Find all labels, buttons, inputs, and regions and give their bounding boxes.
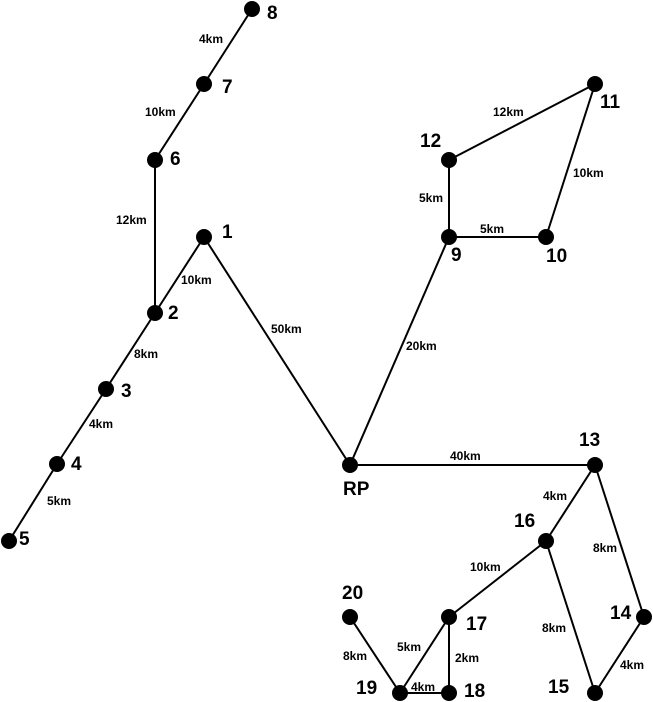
node-label-5: 5 — [19, 529, 30, 550]
node-6 — [147, 152, 163, 168]
edge-label-9-10: 5km — [480, 222, 504, 236]
node-label-3: 3 — [121, 381, 132, 402]
node-label-2: 2 — [168, 303, 179, 324]
edge-7-6 — [154, 83, 205, 161]
node-17 — [441, 609, 457, 625]
edge-13-16 — [545, 464, 596, 542]
edge-label-9-RP: 20km — [406, 339, 437, 353]
edge-16-15 — [545, 540, 596, 694]
edge-16-17 — [448, 540, 547, 618]
node-label-18: 18 — [464, 681, 485, 702]
node-label-19: 19 — [356, 678, 377, 699]
edges-layer — [8, 8, 645, 694]
node-label-15: 15 — [548, 677, 570, 698]
edge-label-16-17: 10km — [470, 560, 501, 574]
node-4 — [49, 456, 65, 472]
edge-1-2 — [154, 236, 205, 314]
edge-13-14 — [594, 464, 645, 618]
edge-11-10 — [545, 83, 596, 238]
edge-label-13-16: 4km — [543, 489, 567, 503]
node-5 — [1, 533, 17, 549]
edge-1-RP — [203, 236, 351, 466]
edge-labels-layer: 4km10km12km10km50km8km4km5km12km10km5km5… — [47, 32, 644, 694]
edge-label-3-4: 4km — [89, 417, 113, 431]
edge-9-RP — [349, 236, 450, 466]
edge-2-3 — [105, 312, 156, 390]
node-9 — [441, 229, 457, 245]
edge-17-19 — [399, 616, 450, 694]
edge-label-19-18: 4km — [411, 680, 435, 694]
node-label-17: 17 — [466, 614, 487, 635]
node-12 — [441, 152, 457, 168]
node-label-6: 6 — [170, 149, 181, 170]
edge-20-19 — [349, 616, 401, 694]
edge-label-16-15: 8km — [542, 621, 566, 635]
node-7 — [196, 76, 212, 92]
edge-label-17-18: 2km — [455, 651, 479, 665]
node-19 — [392, 685, 408, 701]
node-8 — [244, 1, 260, 17]
node-1 — [196, 229, 212, 245]
edge-label-7-6: 10km — [145, 105, 176, 119]
edge-label-13-14: 8km — [593, 541, 617, 555]
edge-label-1-2: 10km — [181, 273, 212, 287]
edge-label-17-19: 5km — [397, 640, 421, 654]
node-label-7: 7 — [222, 77, 233, 98]
node-18 — [441, 685, 457, 701]
node-label-1: 1 — [222, 222, 233, 243]
edge-label-2-3: 8km — [134, 347, 158, 361]
edge-14-15 — [594, 616, 645, 694]
node-14 — [636, 609, 652, 625]
edge-12-11 — [448, 83, 596, 161]
node-label-RP: RP — [343, 479, 370, 500]
node-11 — [587, 76, 603, 92]
edge-8-7 — [203, 8, 253, 85]
node-3 — [98, 381, 114, 397]
node-RP — [342, 457, 358, 473]
edge-3-4 — [56, 388, 107, 465]
edge-label-12-9: 5km — [419, 191, 443, 205]
node-13 — [587, 457, 603, 473]
node-label-12: 12 — [420, 131, 441, 152]
edge-4-5 — [8, 463, 58, 542]
node-2 — [147, 305, 163, 321]
node-label-10: 10 — [546, 246, 567, 267]
edge-label-20-19: 8km — [343, 649, 367, 663]
edge-label-RP-13: 40km — [450, 449, 481, 463]
edge-label-11-10: 10km — [573, 166, 604, 180]
node-label-13: 13 — [579, 430, 600, 451]
node-label-4: 4 — [71, 454, 82, 475]
edge-label-8-7: 4km — [199, 32, 223, 46]
node-label-8: 8 — [267, 3, 278, 24]
node-label-9: 9 — [451, 245, 462, 266]
node-label-16: 16 — [514, 511, 535, 532]
edge-label-1-RP: 50km — [271, 322, 302, 336]
edge-label-14-15: 4km — [620, 658, 644, 672]
edge-label-4-5: 5km — [47, 494, 71, 508]
edge-label-12-11: 12km — [493, 105, 524, 119]
node-20 — [342, 609, 358, 625]
node-16 — [538, 533, 554, 549]
node-label-11: 11 — [600, 92, 621, 113]
node-label-20: 20 — [342, 583, 363, 604]
node-label-14: 14 — [610, 603, 632, 624]
node-10 — [538, 229, 554, 245]
node-15 — [587, 685, 603, 701]
edge-label-6-2: 12km — [116, 213, 147, 227]
